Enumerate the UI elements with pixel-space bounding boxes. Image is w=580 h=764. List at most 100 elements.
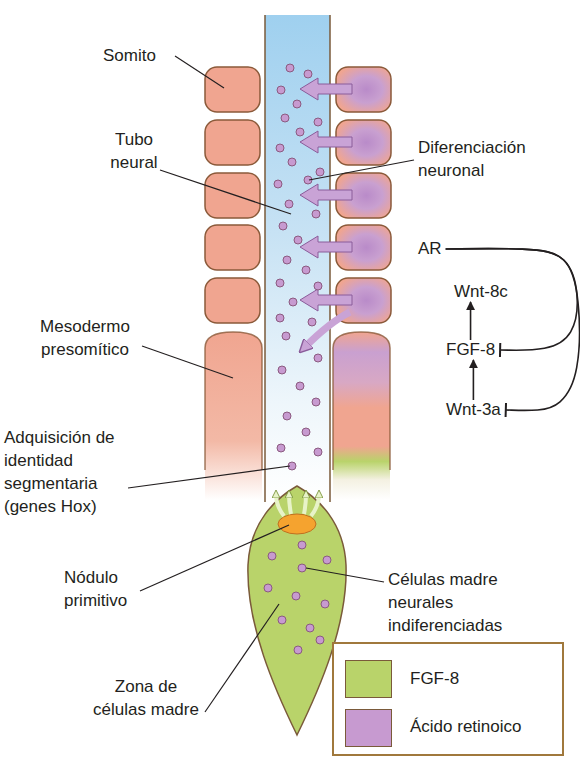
callout-label: Tubo neural (96, 128, 172, 174)
leader-line (306, 568, 384, 582)
leader-line (140, 525, 289, 591)
gene-node: AR (416, 238, 444, 260)
retinoic-acid-dot (302, 266, 310, 274)
mesoderm-outline (205, 332, 262, 470)
retinoic-acid-dot (285, 200, 293, 208)
growth-arrow (276, 494, 284, 516)
retinoic-acid-dot (316, 168, 324, 176)
callout-label: Diferenciación neuronal (418, 136, 568, 182)
gene-name: Wnt-3a (446, 399, 501, 421)
legend-label: Ácido retinoico (410, 716, 522, 738)
gene-node: Wnt-3a (444, 399, 503, 421)
retinoic-acid-dot (304, 70, 312, 78)
retinoic-acid-dot (302, 428, 310, 436)
callout-label: Nódulo primitivo (64, 566, 154, 612)
somite (205, 225, 260, 270)
retinoic-acid-dot (276, 279, 284, 287)
neural-stem-cell (294, 646, 302, 654)
retinoic-acid-dot (294, 236, 302, 244)
gene-node: FGF-8 (444, 339, 497, 361)
leader-line (142, 346, 233, 378)
gene-name: Wnt-8c (454, 281, 508, 303)
retinoic-acid-dot (283, 256, 291, 264)
growth-arrow (304, 494, 306, 514)
mesoderm-outline (333, 332, 390, 470)
neural-stem-cell (264, 584, 272, 592)
somite (205, 278, 260, 323)
retinoic-acid-dot (312, 210, 320, 218)
legend-box (333, 643, 563, 755)
signal-arrow (300, 131, 352, 153)
inhibition-connector (446, 249, 580, 411)
retinoic-acid-dot (279, 222, 287, 230)
signal-arrow (300, 236, 352, 258)
retinoic-acid-dot (278, 366, 286, 374)
neural-stem-cell (268, 552, 276, 560)
callout-label: Mesodermo presomítico (25, 315, 145, 361)
retinoic-acid-dot (308, 318, 316, 326)
retinoic-acid-dot (314, 448, 322, 456)
neural-stem-cell (298, 541, 306, 549)
callout-label: Zona de células madre (88, 675, 204, 721)
leader-line (309, 160, 414, 180)
retinoic-acid-dot (282, 332, 290, 340)
retinoic-acid-dot (276, 314, 284, 322)
callout-label: Somito (103, 44, 173, 67)
growth-arrow (311, 494, 319, 516)
signal-arrow (300, 289, 352, 311)
legend-swatch (345, 660, 392, 698)
retinoic-acid-dot (286, 64, 294, 72)
retinoic-acid-dot (296, 382, 304, 390)
callout-label: Células madre neurales indiferenciadas (388, 568, 548, 637)
retinoic-acid-dot (296, 128, 304, 136)
retinoic-acid-dot (293, 100, 301, 108)
callout-label: Adquisición de identidad segmentaria (ge… (4, 426, 154, 518)
leader-line (175, 56, 224, 88)
leader-group (128, 56, 414, 712)
dot-group (264, 64, 331, 654)
neural-stem-cell (321, 600, 329, 608)
stem-cell-zone (248, 486, 346, 735)
gene-name: AR (418, 238, 442, 260)
inhibition-connector (446, 249, 578, 351)
gene-node: Wnt-8c (452, 281, 510, 303)
gene-name: FGF-8 (446, 339, 495, 361)
tube-wall (264, 15, 266, 502)
leader-line (128, 466, 290, 488)
retinoic-acid-dot (312, 398, 320, 406)
neural-stem-cell (278, 616, 286, 624)
retinoic-acid-dot (283, 412, 291, 420)
growth-arrow (289, 494, 291, 514)
neural-stem-cell (323, 556, 331, 564)
presomitic-mesoderm (205, 332, 262, 500)
somite (205, 120, 260, 165)
somite (205, 67, 260, 112)
leader-line (160, 170, 291, 214)
neural-stem-cell (306, 624, 314, 632)
presomitic-mesoderm (333, 332, 390, 500)
retinoic-acid-dot (288, 158, 296, 166)
neural-stem-cell (316, 636, 324, 644)
retinoic-acid-dot (277, 86, 285, 94)
somite (205, 173, 260, 218)
activation-arrow (470, 302, 472, 340)
legend-swatch (345, 709, 392, 747)
activation-arrow (473, 360, 475, 400)
primitive-node (278, 514, 316, 534)
retinoic-acid-dot (314, 354, 322, 362)
retinoic-acid-dot (276, 144, 284, 152)
retinoic-acid-dot (274, 180, 282, 188)
signal-arrow (300, 78, 352, 100)
retinoic-acid-dot (314, 282, 322, 290)
neural-stem-cell (298, 564, 306, 572)
neural-stem-cell (292, 592, 300, 600)
signal-arrow (304, 312, 350, 348)
leader-line (205, 604, 279, 712)
legend-label: FGF-8 (410, 668, 459, 690)
retinoic-acid-dot (314, 118, 322, 126)
retinoic-acid-dot (277, 444, 285, 452)
